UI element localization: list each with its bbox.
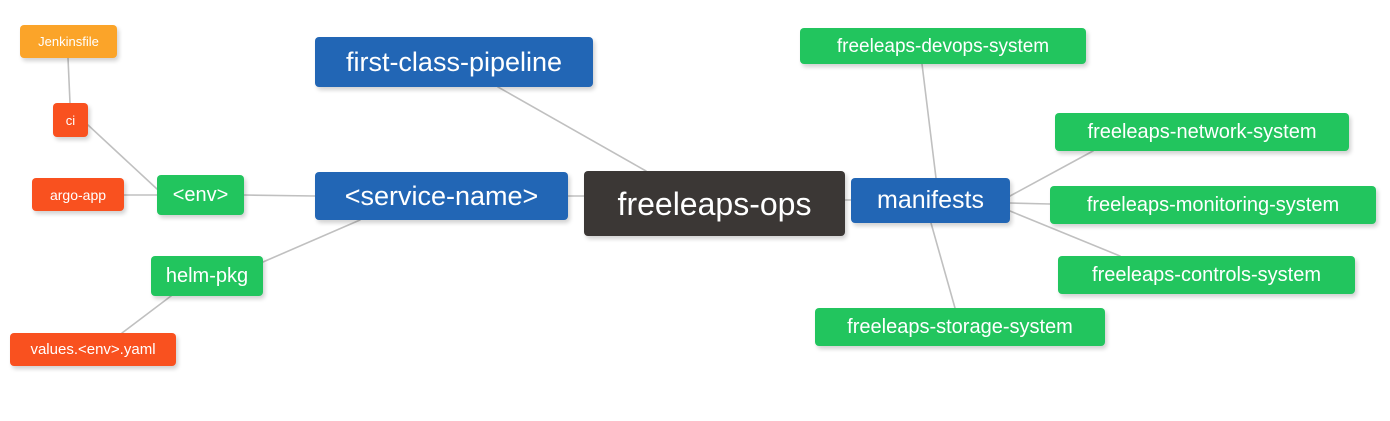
edge-manifests-to-freeleaps-storage-system xyxy=(930,222,956,309)
node-freeleaps-ops[interactable]: freeleaps-ops xyxy=(584,171,845,236)
node-label-freeleaps-devops-system: freeleaps-devops-system xyxy=(836,35,1050,57)
node-label-freeleaps-monitoring-system: freeleaps-monitoring-system xyxy=(1086,194,1340,216)
node-freeleaps-network-system[interactable]: freeleaps-network-system xyxy=(1055,113,1349,151)
node-freeleaps-devops-system[interactable]: freeleaps-devops-system xyxy=(800,28,1086,64)
edge-helm-pkg-to-values-yaml xyxy=(121,295,172,334)
node-label-values-yaml: values.<env>.yaml xyxy=(30,341,156,358)
node-label-freeleaps-network-system: freeleaps-network-system xyxy=(1087,121,1317,143)
node-label-freeleaps-controls-system: freeleaps-controls-system xyxy=(1092,264,1321,286)
edge-service-name-to-helm-pkg xyxy=(262,219,361,263)
node-jenkinsfile[interactable]: Jenkinsfile xyxy=(20,25,117,58)
node-label-jenkinsfile: Jenkinsfile xyxy=(38,34,99,49)
node-label-helm-pkg: helm-pkg xyxy=(165,265,249,287)
node-label-ci: ci xyxy=(65,112,76,128)
node-helm-pkg[interactable]: helm-pkg xyxy=(151,256,263,296)
node-env[interactable]: <env> xyxy=(157,175,244,215)
edge-manifests-to-freeleaps-devops-system xyxy=(921,63,937,179)
node-label-env: <env> xyxy=(172,184,229,206)
node-freeleaps-controls-system[interactable]: freeleaps-controls-system xyxy=(1058,256,1355,294)
node-label-argo-app: argo-app xyxy=(49,186,107,203)
node-service-name[interactable]: <service-name> xyxy=(315,172,568,220)
node-label-first-class-pipeline: first-class-pipeline xyxy=(345,46,563,77)
node-values-yaml[interactable]: values.<env>.yaml xyxy=(10,333,176,366)
node-ci[interactable]: ci xyxy=(53,103,88,137)
node-manifests[interactable]: manifests xyxy=(851,178,1010,223)
edge-jenkinsfile-to-ci xyxy=(67,57,71,104)
node-label-service-name: <service-name> xyxy=(344,180,539,211)
edge-manifests-to-freeleaps-monitoring-system xyxy=(1009,202,1051,205)
edge-env-to-service-name xyxy=(243,194,316,197)
node-argo-app[interactable]: argo-app xyxy=(32,178,124,211)
edge-first-class-pipeline-to-freeleaps-ops xyxy=(497,86,647,172)
node-freeleaps-storage-system[interactable]: freeleaps-storage-system xyxy=(815,308,1105,346)
node-label-freeleaps-storage-system: freeleaps-storage-system xyxy=(847,316,1073,338)
node-label-freeleaps-ops: freeleaps-ops xyxy=(617,185,812,222)
node-label-manifests: manifests xyxy=(877,186,984,214)
node-first-class-pipeline[interactable]: first-class-pipeline xyxy=(315,37,593,87)
node-freeleaps-monitoring-system[interactable]: freeleaps-monitoring-system xyxy=(1050,186,1376,224)
